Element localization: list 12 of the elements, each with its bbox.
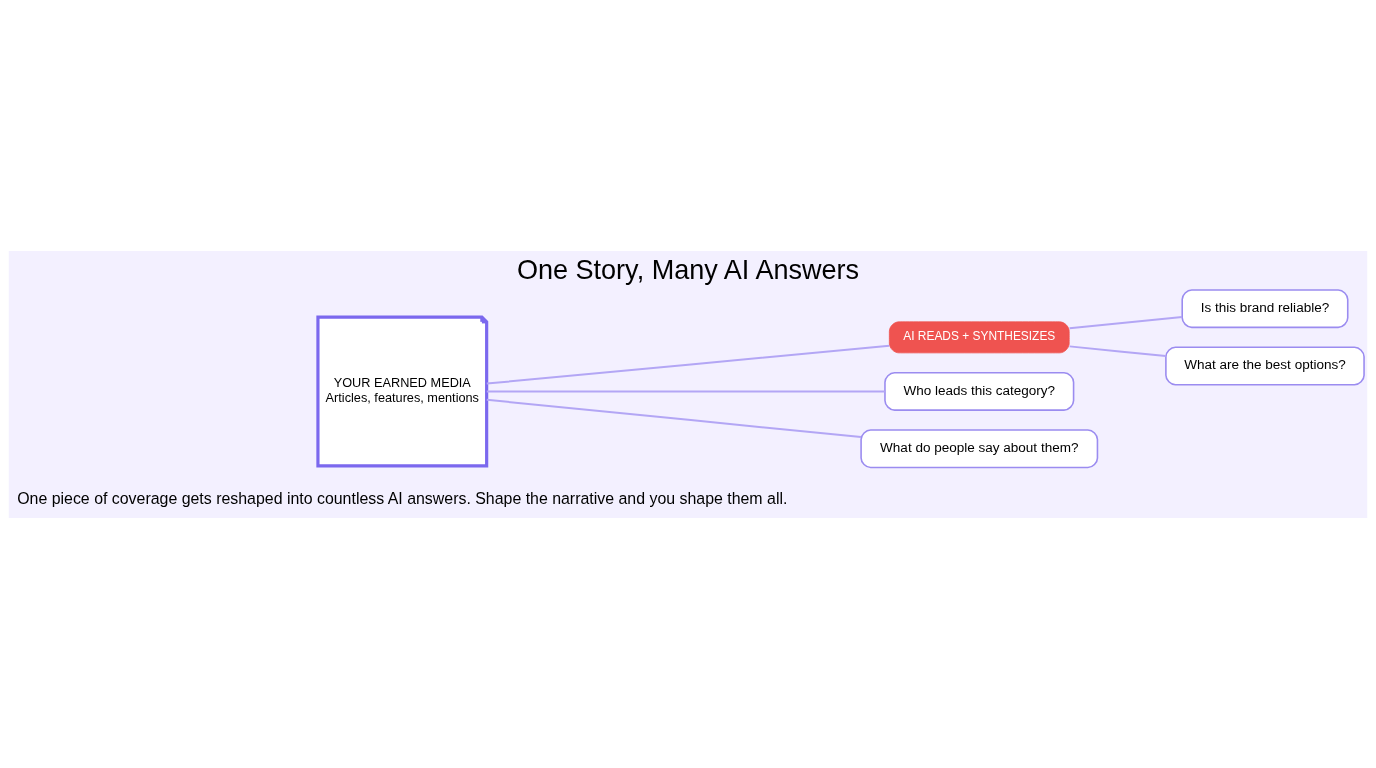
node-box: Is this brand reliable? [1181,288,1349,328]
node-box: What do people say about them? [860,428,1099,468]
node-box: Who leads this category? [884,371,1075,411]
diagram-title: One Story, Many AI Answers [516,254,860,285]
node-box: What are the best options? [1165,346,1365,385]
connector [1068,344,1167,357]
connector [485,344,891,385]
connector [485,389,886,392]
node-box: AI READS + SYNTHESIZES [888,320,1070,353]
connector [485,398,863,438]
caption: One piece of coverage gets reshaped into countless AI answers. Shape the narrative and you shape them all. [17,489,788,507]
connector [1068,315,1184,329]
